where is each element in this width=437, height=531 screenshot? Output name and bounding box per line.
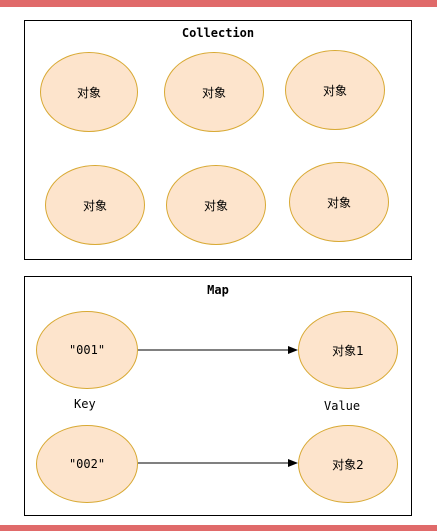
map-key-2: "002" xyxy=(36,425,138,503)
bottom-accent-bar xyxy=(0,525,437,531)
map-value-1: 对象1 xyxy=(298,311,398,389)
map-key-1: "001" xyxy=(36,311,138,389)
map-title: Map xyxy=(207,283,229,297)
collection-title: Collection xyxy=(181,26,255,40)
collection-object-5: 对象 xyxy=(166,165,266,245)
top-accent-bar xyxy=(0,0,437,7)
collection-object-1: 对象 xyxy=(40,52,138,132)
collection-object-2: 对象 xyxy=(164,52,264,132)
collection-object-6: 对象 xyxy=(289,162,389,242)
collection-object-4: 对象 xyxy=(45,165,145,245)
value-label: Value xyxy=(324,399,361,413)
key-label: Key xyxy=(74,397,96,411)
collection-object-3: 对象 xyxy=(285,50,385,130)
map-value-2: 对象2 xyxy=(298,425,398,503)
